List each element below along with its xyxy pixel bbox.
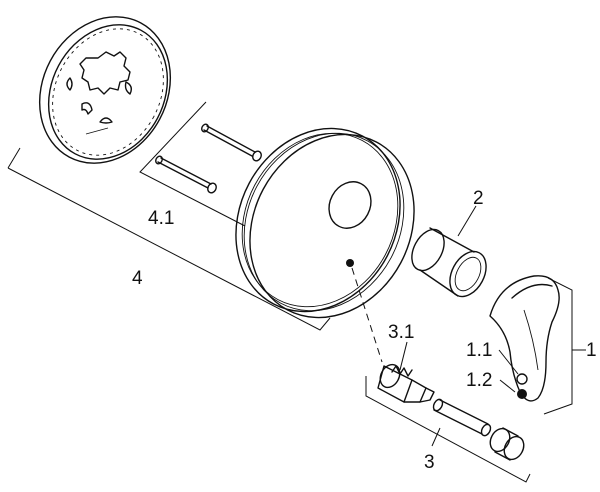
cartridge — [377, 363, 435, 403]
sleeve — [411, 227, 487, 298]
screw-lower — [155, 155, 217, 194]
bracket-part-1 — [543, 277, 586, 415]
alignment-line — [351, 267, 383, 363]
escutcheon-screw-hole — [346, 259, 354, 267]
label-part-1: 1 — [586, 340, 597, 361]
spindle-cap — [489, 427, 525, 461]
grub-screw — [516, 373, 528, 385]
lever-handle — [489, 275, 560, 402]
extension-spindle — [432, 398, 492, 437]
label-part-3: 3 — [424, 452, 435, 473]
mounting-screws — [139, 101, 262, 227]
label-part-1-1: 1.1 — [466, 340, 492, 361]
screw-upper — [201, 123, 262, 162]
label-part-1-2: 1.2 — [466, 370, 492, 391]
leader-part-1-2 — [499, 379, 516, 393]
bracket-part-3 — [365, 376, 531, 483]
label-part-3-1: 3.1 — [388, 322, 414, 343]
cover-cap — [517, 389, 527, 399]
label-part-4-1: 4.1 — [148, 208, 174, 229]
leader-part-2 — [457, 205, 477, 237]
label-part-2: 2 — [473, 188, 484, 209]
label-part-4: 4 — [132, 268, 143, 289]
escutcheon-rosette — [235, 127, 415, 319]
leader-part-1-1 — [498, 349, 519, 375]
leader-part-3-1 — [399, 341, 408, 371]
bracket-part-4 — [7, 147, 331, 331]
mounting-plate — [38, 16, 172, 164]
